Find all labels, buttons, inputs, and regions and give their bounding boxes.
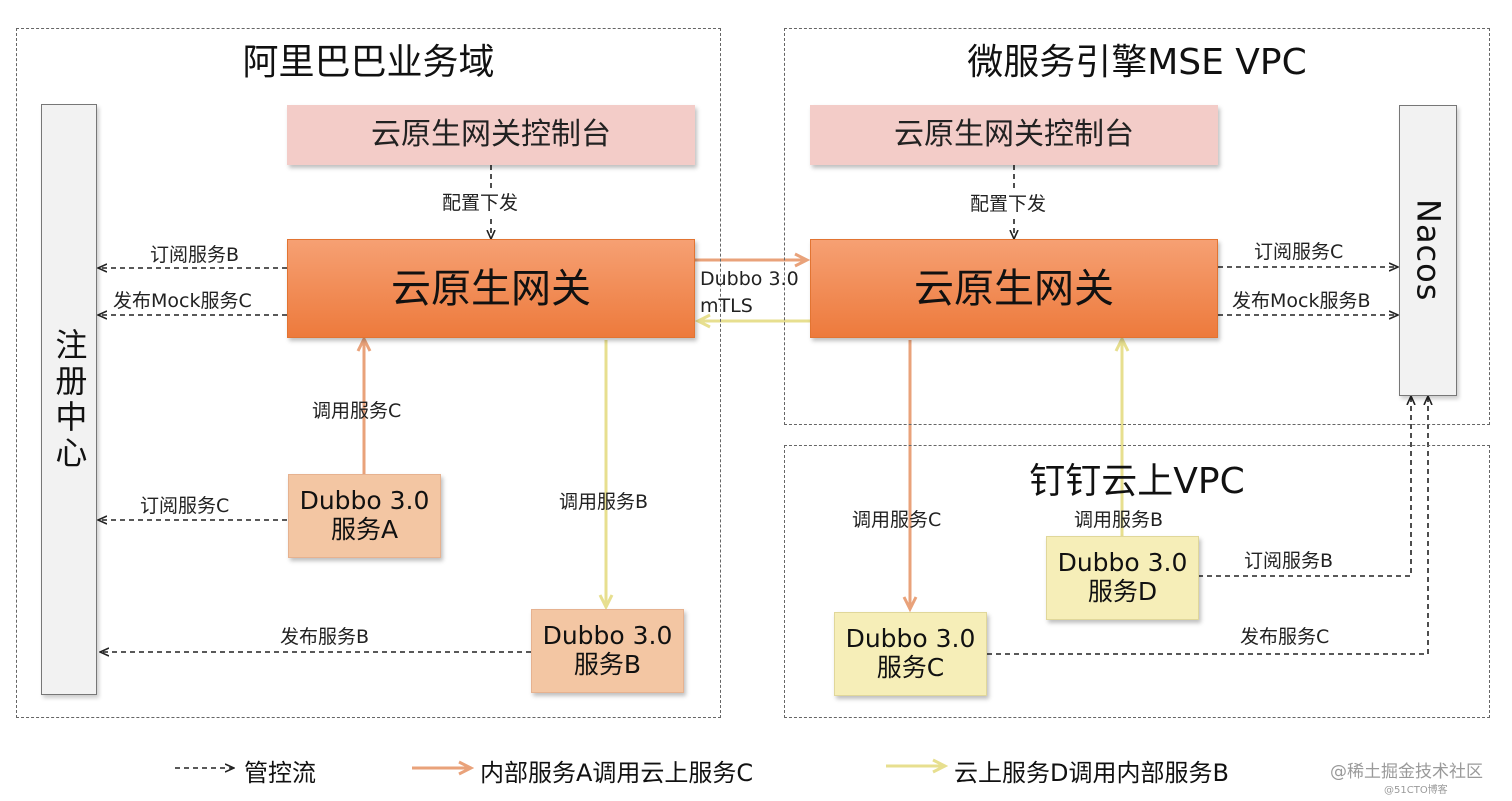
nacos-registry: Nacos <box>1399 105 1457 396</box>
service-d-line2: 服务D <box>1087 577 1158 606</box>
region-mse-title: 微服务引擎MSE VPC <box>967 42 1307 83</box>
label-d-call-b: 调用服务B <box>1074 509 1164 531</box>
gateway-console-left: 云原生网关控制台 <box>287 105 695 165</box>
label-left-subscribe-b: 订阅服务B <box>150 244 240 266</box>
registry-center-label: 注册中心 <box>50 327 89 472</box>
service-b-line1: Dubbo 3.0 <box>542 621 673 651</box>
service-a-line2: 服务A <box>330 515 399 544</box>
label-left-publish-b: 发布服务B <box>280 626 370 648</box>
region-alibaba: 阿里巴巴业务域 <box>16 28 721 718</box>
label-link-protocol-2: mTLS <box>700 295 753 317</box>
label-left-subscribe-c: 订阅服务C <box>140 495 230 517</box>
gateway-left-label: 云原生网关 <box>391 265 591 312</box>
service-d: Dubbo 3.0 服务D <box>1046 536 1199 620</box>
label-link-protocol-1: Dubbo 3.0 <box>700 268 799 290</box>
service-a-line1: Dubbo 3.0 <box>299 486 430 516</box>
gateway-console-right-label: 云原生网关控制台 <box>894 116 1134 152</box>
service-c-line1: Dubbo 3.0 <box>845 624 976 654</box>
service-d-line1: Dubbo 3.0 <box>1057 548 1188 578</box>
label-gw-call-b: 调用服务B <box>559 491 649 513</box>
region-alibaba-title: 阿里巴巴业务域 <box>242 42 495 83</box>
label-c-publish-c: 发布服务C <box>1240 626 1330 648</box>
edge-c-publish-c <box>987 397 1428 655</box>
region-dingtalk-vpc: 钉钉云上VPC <box>784 445 1490 718</box>
region-mse-vpc: 微服务引擎MSE VPC <box>784 28 1490 425</box>
region-dingtalk-title: 钉钉云上VPC <box>1029 461 1245 502</box>
legend-internal-to-cloud: 内部服务A调用云上服务C <box>480 759 754 787</box>
label-gw-call-c: 调用服务C <box>852 509 942 531</box>
label-config-right: 配置下发 <box>968 189 1049 216</box>
label-config-left: 配置下发 <box>440 188 521 215</box>
gateway-console-left-label: 云原生网关控制台 <box>371 116 611 152</box>
gateway-right-label: 云原生网关 <box>914 265 1114 312</box>
gateway-console-right: 云原生网关控制台 <box>810 105 1218 165</box>
service-a: Dubbo 3.0 服务A <box>288 474 441 558</box>
label-d-subscribe-b: 订阅服务B <box>1244 550 1334 572</box>
nacos-label: Nacos <box>1409 199 1448 302</box>
service-b: Dubbo 3.0 服务B <box>531 609 684 693</box>
watermark-main: @稀土掘金技术社区 <box>1330 762 1483 782</box>
service-b-line2: 服务B <box>573 650 642 679</box>
label-right-subscribe-c: 订阅服务C <box>1254 241 1344 263</box>
registry-center: 注册中心 <box>41 104 97 695</box>
legend-control-flow: 管控流 <box>244 759 316 787</box>
label-left-publish-mock-c: 发布Mock服务C <box>113 290 252 312</box>
cloud-native-gateway-left: 云原生网关 <box>287 239 695 338</box>
label-a-call-c: 调用服务C <box>312 400 402 422</box>
service-c-line2: 服务C <box>876 653 945 682</box>
label-right-publish-mock-b: 发布Mock服务B <box>1232 290 1371 312</box>
service-c: Dubbo 3.0 服务C <box>834 612 987 696</box>
cloud-native-gateway-right: 云原生网关 <box>810 239 1218 338</box>
legend-cloud-to-internal: 云上服务D调用内部服务B <box>954 759 1229 787</box>
watermark-sub: @51CTO博客 <box>1384 785 1448 796</box>
